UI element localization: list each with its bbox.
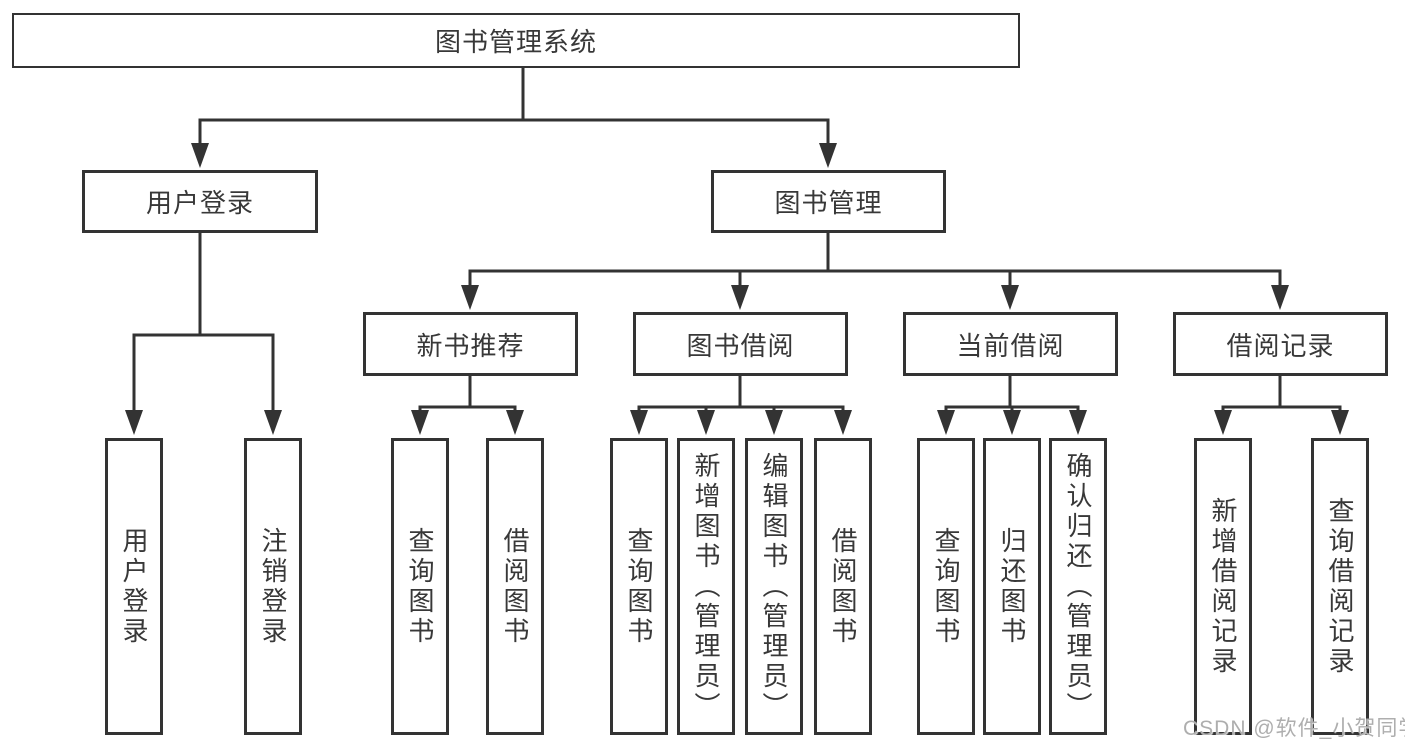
node-leaf-query-borrow-record: 查询借阅记录 xyxy=(1311,438,1369,735)
csdn-watermark: CSDN @软件_小贺同学 xyxy=(1183,717,1405,740)
node-label: 图书管理 xyxy=(774,188,883,218)
node-leaf-return-book: 归还图书 xyxy=(983,438,1041,735)
node-leaf-query-books-recommend: 查询图书 xyxy=(391,438,449,735)
node-current-borrow: 当前借阅 xyxy=(903,312,1118,376)
node-book-borrow: 图书借阅 xyxy=(633,312,848,376)
node-label: 确认归还（管理员） xyxy=(1063,451,1093,722)
node-leaf-query-books-current: 查询图书 xyxy=(917,438,975,735)
node-user-login: 用户登录 xyxy=(82,170,318,233)
node-label: 编辑图书（管理员） xyxy=(759,451,789,722)
arrowhead-icons xyxy=(125,143,1349,435)
node-new-book-recommend: 新书推荐 xyxy=(363,312,578,376)
node-label: 新增借阅记录 xyxy=(1208,496,1238,677)
node-leaf-add-borrow-record: 新增借阅记录 xyxy=(1194,438,1252,735)
node-label: 用户登录 xyxy=(145,188,254,218)
node-label: 当前借阅 xyxy=(956,330,1065,361)
node-label: 图书借阅 xyxy=(686,330,795,361)
node-label: 借阅图书 xyxy=(500,526,530,647)
node-label: 新书推荐 xyxy=(416,330,525,361)
node-book-management: 图书管理 xyxy=(711,170,946,233)
node-leaf-add-book-admin: 新增图书（管理员） xyxy=(677,438,735,735)
node-leaf-query-books-borrow: 查询图书 xyxy=(610,438,668,735)
node-leaf-user-login: 用户登录 xyxy=(105,438,163,735)
node-label: 查询借阅记录 xyxy=(1325,496,1355,677)
node-label: 用户登录 xyxy=(119,526,149,647)
node-leaf-confirm-return-admin: 确认归还（管理员） xyxy=(1049,438,1107,735)
node-label: 借阅图书 xyxy=(828,526,858,647)
node-leaf-borrow-books-recommend: 借阅图书 xyxy=(486,438,544,735)
node-leaf-logout: 注销登录 xyxy=(244,438,302,735)
node-label: 查询图书 xyxy=(624,526,654,647)
node-label: 新增图书（管理员） xyxy=(691,451,721,722)
node-label: 注销登录 xyxy=(258,526,288,647)
node-leaf-borrow-books: 借阅图书 xyxy=(814,438,872,735)
node-label: 图书管理系统 xyxy=(434,27,597,57)
node-leaf-edit-book-admin: 编辑图书（管理员） xyxy=(745,438,803,735)
node-root-system: 图书管理系统 xyxy=(12,13,1020,68)
node-borrow-records: 借阅记录 xyxy=(1173,312,1388,376)
node-label: 借阅记录 xyxy=(1226,330,1335,361)
node-label: 查询图书 xyxy=(405,526,435,647)
node-label: 归还图书 xyxy=(997,526,1027,647)
node-label: 查询图书 xyxy=(931,526,961,647)
